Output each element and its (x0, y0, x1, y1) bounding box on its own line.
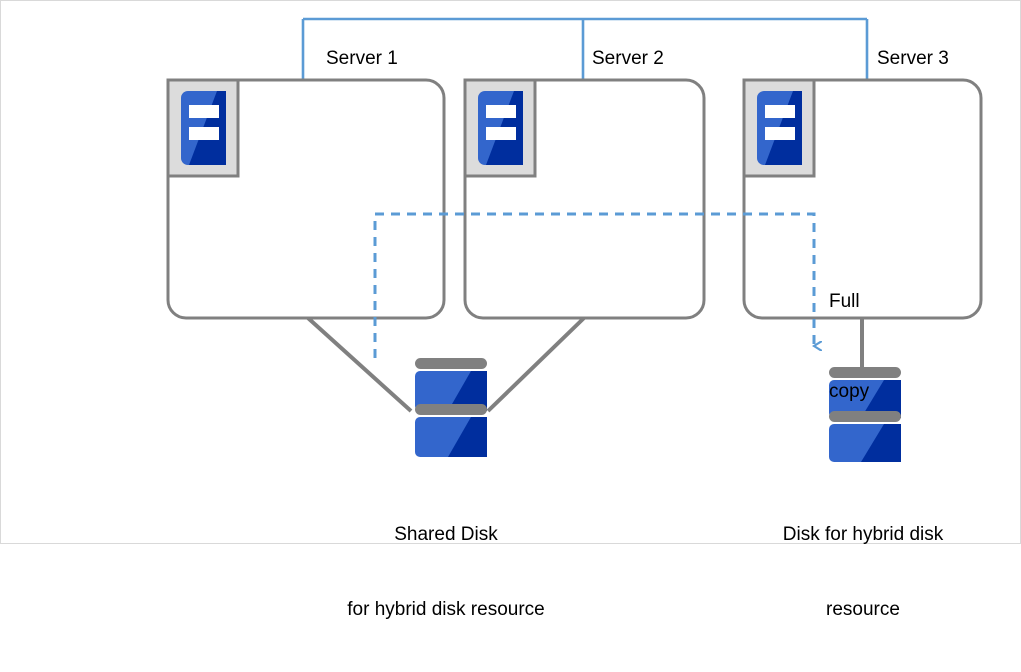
server-icon (463, 78, 537, 178)
server-1-label: Server 1 (326, 48, 398, 69)
network-bus (301, 17, 869, 80)
server-icon (742, 78, 816, 178)
full-copy-annotation: Full copy (829, 227, 869, 467)
server-2-label: Server 2 (592, 48, 664, 69)
hybrid-disk-label-line-2: resource (826, 599, 900, 620)
diagram-canvas: Server 1 Server 2 Server 3 Full copy Sha… (0, 0, 1021, 620)
disk-icon (415, 358, 487, 457)
full-copy-line-2: copy (829, 381, 870, 402)
shared-disk-label-line-1: Shared Disk (394, 524, 498, 545)
server-3-label: Server 3 (877, 48, 949, 69)
hybrid-disk-label: Disk for hybrid disk resource (743, 472, 983, 672)
server-icon (166, 78, 240, 178)
disk-icon (829, 367, 901, 462)
hybrid-disk-label-line-1: Disk for hybrid disk (782, 524, 944, 545)
mirror-dashed-path (373, 212, 814, 358)
shared-disk-connectors (306, 316, 586, 413)
full-copy-line-1: Full (829, 291, 860, 312)
shared-disk-label-line-2: for hybrid disk resource (347, 599, 545, 620)
shared-disk-label: Shared Disk for hybrid disk resource (306, 472, 586, 672)
diagram-svg (166, 17, 983, 462)
